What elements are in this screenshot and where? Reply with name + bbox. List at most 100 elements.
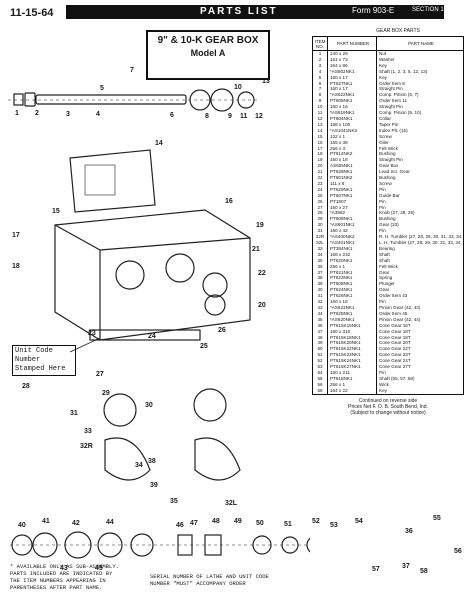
part-number-cell: PT626NK1 [328,293,377,300]
part-name-cell: Pin [379,186,386,192]
part-number-cell: AS605NK1 [328,163,377,170]
part-number-cell: 111 x 6 [328,180,377,187]
item-no-cell: 40 [313,287,328,294]
part-name-cell: Screw [379,133,392,139]
item-no-cell: 48 [313,334,328,341]
part-number-cell: PT628NK1 [328,169,377,176]
item-no-cell: 7 [313,86,328,93]
callout-45: 45 [95,565,103,572]
callout-29: 29 [102,390,110,397]
item-no-cell: 33 [313,245,328,252]
part-number-cell: PT608NK1 [328,281,377,288]
callout-23: 23 [88,330,96,337]
callout-19: 19 [256,222,264,229]
callout-26: 26 [218,327,226,334]
part-name-cell: Bearing [379,245,395,251]
item-no-cell: 9 [313,98,328,105]
item-no-cell: 55 [313,375,328,382]
item-no-cell: 36 [313,263,328,270]
part-number-cell: *AS400NK2 [328,234,377,240]
callout-50: 50 [256,520,264,527]
callout-24: 24 [148,333,156,340]
part-name-cell: Felt Wick [379,263,398,269]
table-header: ITEM NO. PART NUMBER PART NAME [313,37,463,51]
part-name-cell: Gear [379,287,390,293]
part-number-cell: 160 x 211 [328,369,377,376]
part-name-cell: Knob (27, 28, 29) [379,210,415,216]
part-number-cell: PT605NK1 [328,98,377,105]
item-no-cell: 41 [313,293,328,300]
item-no-cell: 28 [313,210,328,217]
item-no-cell: 12 [313,115,328,122]
item-no-cell: 49 [313,340,328,347]
callout-53: 53 [330,522,338,529]
callout-42: 42 [72,520,80,527]
gear-box-20 [54,209,251,341]
part-number-cell: PT608NK1 [328,216,377,223]
part-name-cell: Pinion Gear (42, 43) [379,304,421,310]
part-number-cell: PT384NK1 [328,245,377,252]
part-name-cell: Shaft (1, 2, 3, 5, 12, 13) [379,68,428,74]
item-no-cell: 1 [313,51,328,57]
part-name-cell: Order Item 8 [379,80,405,86]
callout-48: 48 [212,518,220,525]
callout-1: 1 [15,110,19,117]
part-number-cell: PT601NK2 [328,175,377,181]
item-no-cell: 26 [313,198,328,205]
gear-30b [193,388,227,422]
part-number-cell: *AS1041NK3 [328,127,377,134]
part-name-cell: Pin [379,369,386,375]
callout-21: 21 [252,246,260,253]
title-line-1: 9" & 10-K GEAR BOX [157,35,259,46]
page-date: 11-15-64 [10,7,54,19]
part-number-cell: 132 x 1 [328,133,377,140]
callout-20: 20 [258,302,266,309]
item-no-cell: 18 [313,151,328,158]
callout-37: 37 [402,563,410,570]
part-name-cell: Lead Scr. Gear [379,169,410,175]
item-no-cell: 35 [313,257,328,264]
part-name-cell: Comp. Pinion (9, 10) [379,110,422,116]
callout-22: 22 [258,270,266,277]
part-number-cell: 168 x 232 [328,251,377,258]
item-no-cell: 54 [313,369,328,376]
item-no-cell: 20 [313,163,328,170]
part-number-cell: *AS622NK1 [328,92,377,99]
part-name-cell: Bushing [379,175,396,181]
callout-2: 2 [35,110,39,117]
callout-15: 15 [52,208,60,215]
part-name-cell: Straight Pin [379,104,403,110]
item-no-cell: 50 [313,346,328,353]
callout-32L: 32L [225,500,238,507]
part-name-cell: L. H. Tumbler (27, 28, 29, 30, 31, 33, 3… [379,240,463,245]
part-name-cell: Key [379,62,387,68]
callout-5: 5 [100,85,104,92]
callout-34: 34 [135,462,143,469]
item-no-cell: 24 [313,186,328,193]
part-name-cell: Pin [379,204,386,210]
part-number-cell: PT618NK1 [328,375,377,382]
guide-bar-25 [89,329,201,341]
table-note: Continued on reverse side Prices Net F. … [348,397,428,416]
callout-4: 4 [96,111,100,118]
part-name-cell: Straight Pin [379,157,403,163]
header-part-name: PART NAME [408,41,434,46]
part-name-cell: Gear Box [379,163,399,169]
callout-30: 30 [145,402,153,409]
part-number-cell: 168 x 100 [328,121,377,128]
part-number-cell: 160 x 42 [328,228,377,235]
part-number-cell: PT620NK1 [328,257,377,264]
part-name-cell: Comp. Pinion (6, 7) [379,92,419,98]
part-number-cell: PT614NK2 [328,151,377,158]
part-number-cell: 160 x 17 [328,86,377,93]
